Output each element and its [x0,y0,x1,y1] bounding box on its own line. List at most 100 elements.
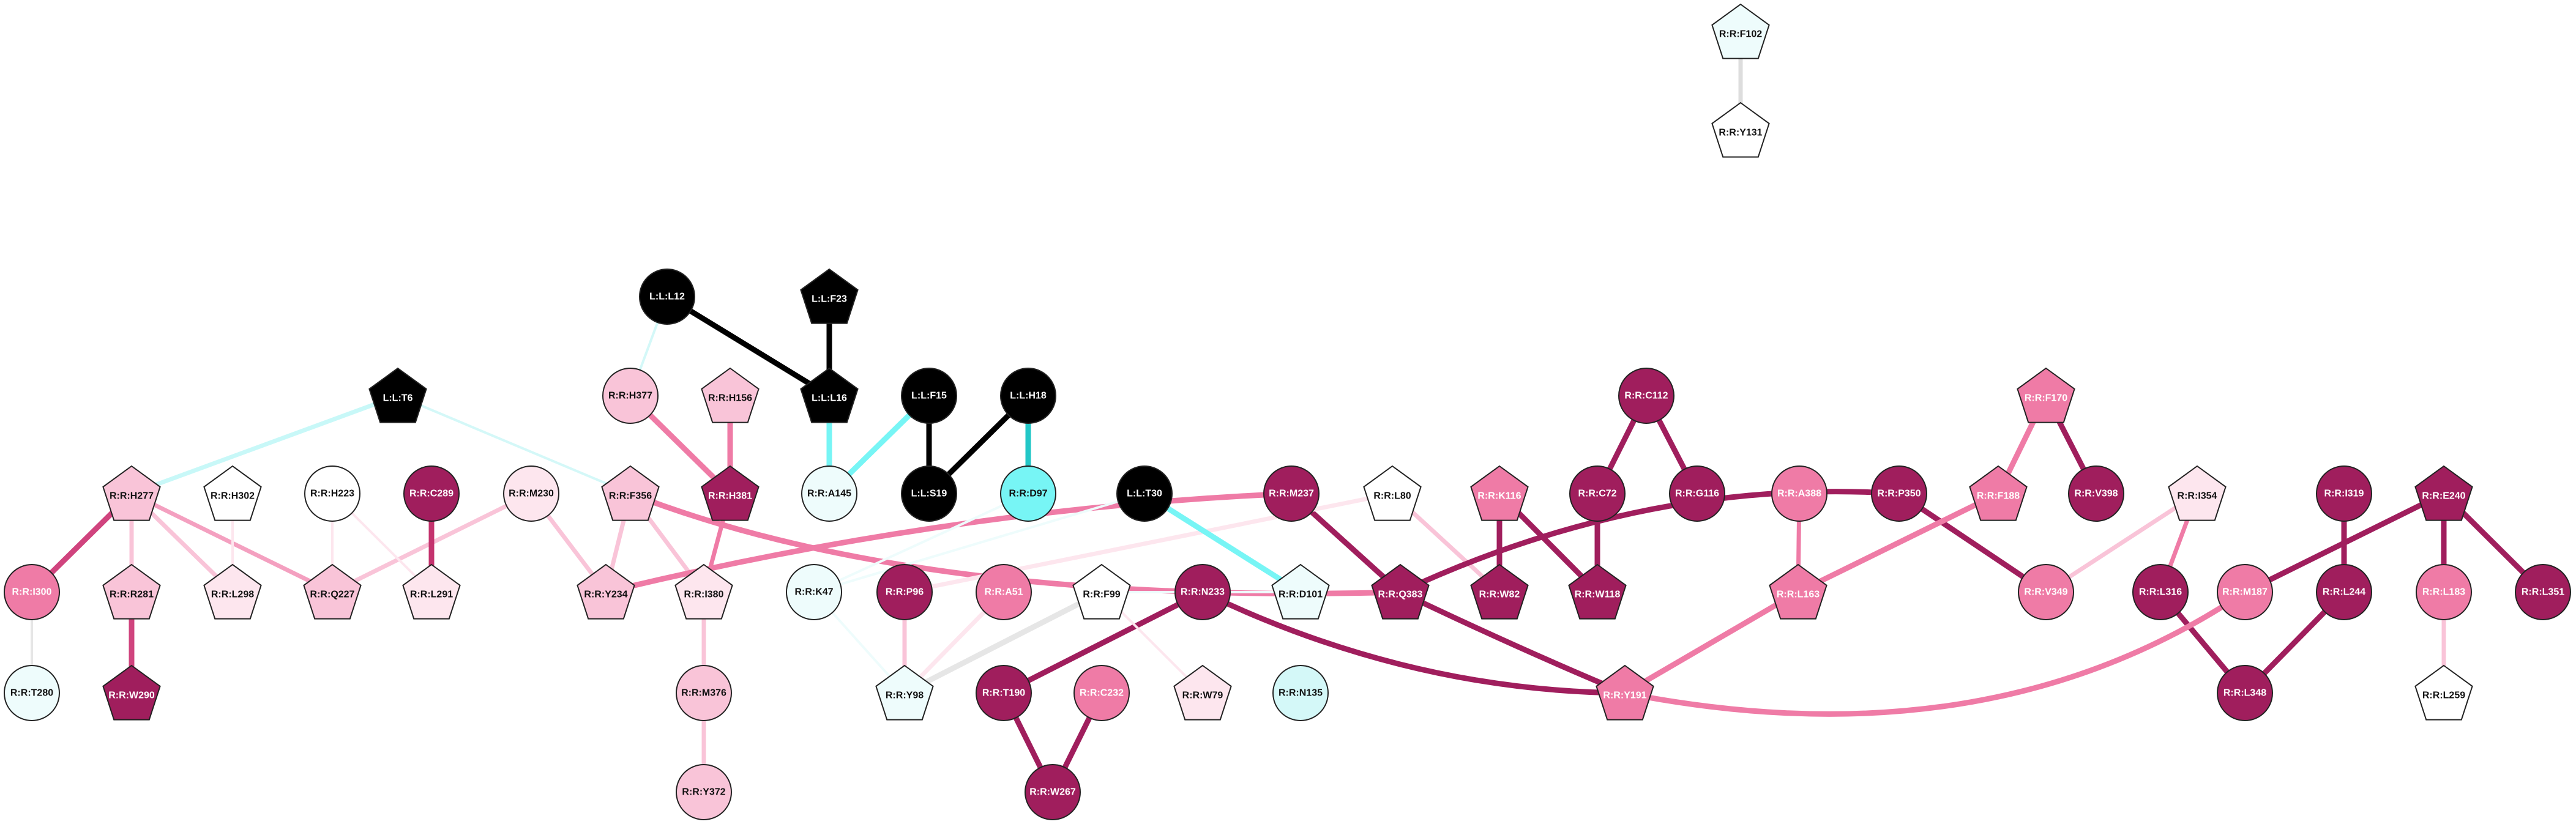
node-w267[interactable]: R:R:W267 [1025,764,1081,820]
node-i380[interactable]: R:R:I380 [674,563,733,620]
node-v349[interactable]: R:R:V349 [2018,564,2074,620]
node-w79[interactable]: R:R:W79 [1173,664,1232,721]
node-h302[interactable]: R:R:H302 [203,465,262,521]
node-shape-p96 [876,564,933,620]
node-y372[interactable]: R:R:Y372 [676,764,732,820]
node-w290[interactable]: R:R:W290 [102,664,161,721]
edge-e240-m187 [2242,491,2447,595]
node-shape-y372 [676,764,732,820]
node-shape-l259 [2414,664,2473,721]
node-d101[interactable]: R:R:D101 [1271,563,1330,620]
node-e240[interactable]: R:R:E240 [2414,465,2473,521]
node-shape-k116 [1470,465,1529,521]
node-s19[interactable]: L:L:S19 [901,465,957,522]
node-m237[interactable]: R:R:M237 [1263,465,1320,522]
node-g116[interactable]: R:R:G116 [1669,465,1725,522]
node-q383[interactable]: R:R:Q383 [1371,563,1430,620]
node-c72[interactable]: R:R:C72 [1569,465,1626,522]
node-i319[interactable]: R:R:I319 [2316,465,2372,522]
node-m376[interactable]: R:R:M376 [676,665,732,721]
node-y98[interactable]: R:R:Y98 [875,664,934,721]
node-l244[interactable]: R:R:L244 [2316,564,2372,620]
node-shape-c112 [1618,368,1674,424]
node-m187[interactable]: R:R:M187 [2217,564,2273,620]
node-p96[interactable]: R:R:P96 [876,564,933,620]
node-label-i354: R:R:I354 [2178,491,2217,502]
node-k47[interactable]: R:R:K47 [786,564,842,620]
node-shape-h277 [102,465,161,521]
node-label-h18: L:L:H18 [1010,391,1047,401]
node-l259[interactable]: R:R:L259 [2414,664,2473,721]
node-h156[interactable]: R:R:H156 [701,367,760,423]
node-p350[interactable]: R:R:P350 [1871,465,1927,522]
node-r281[interactable]: R:R:R281 [102,563,161,620]
node-f170[interactable]: R:R:F170 [2017,367,2075,423]
node-w118[interactable]: R:R:W118 [1568,563,1627,620]
node-l291[interactable]: R:R:L291 [402,563,461,620]
node-shape-y98 [875,664,934,721]
node-f188[interactable]: R:R:F188 [1969,465,2028,521]
node-shape-i380 [674,563,733,620]
node-label-l80: R:R:L80 [1373,491,1411,502]
node-l348[interactable]: R:R:L348 [2217,665,2273,721]
node-l316[interactable]: R:R:L316 [2132,564,2189,620]
node-f15[interactable]: L:L:F15 [901,368,957,424]
node-l163[interactable]: R:R:L163 [1769,563,1827,620]
node-h223[interactable]: R:R:H223 [304,465,360,522]
node-t6[interactable]: L:L:T6 [368,367,427,423]
node-a145[interactable]: R:R:A145 [801,465,857,522]
node-y131[interactable]: R:R:Y131 [1711,102,1770,158]
node-h377[interactable]: R:R:H377 [602,368,659,424]
node-shape-k47 [786,564,842,620]
node-t280[interactable]: R:R:T280 [4,665,60,721]
node-shape-a388 [1771,465,1827,522]
node-l16[interactable]: L:L:L16 [800,367,859,423]
node-t30[interactable]: L:L:T30 [1116,465,1173,522]
node-h381[interactable]: R:R:H381 [701,465,760,521]
node-shape-l298 [203,563,262,620]
node-shape-q383 [1371,563,1430,620]
node-label-h302: R:R:H302 [211,491,255,502]
node-v398[interactable]: R:R:V398 [2068,465,2124,522]
node-label-c72: R:R:C72 [1578,489,1616,499]
node-l12[interactable]: L:L:L12 [639,269,695,325]
node-c112[interactable]: R:R:C112 [1618,368,1674,424]
node-w82[interactable]: R:R:W82 [1470,563,1529,620]
node-y234[interactable]: R:R:Y234 [577,563,635,620]
node-y191[interactable]: R:R:Y191 [1596,664,1654,721]
node-d97[interactable]: R:R:D97 [1000,465,1056,522]
node-h18[interactable]: L:L:H18 [1000,368,1056,424]
node-shape-l291 [402,563,461,620]
node-a51[interactable]: R:R:A51 [976,564,1032,620]
node-n135[interactable]: R:R:N135 [1272,665,1329,721]
node-label-f99: R:R:F99 [1083,590,1120,600]
node-label-m230: R:R:M230 [509,489,554,499]
node-f102[interactable]: R:R:F102 [1711,3,1770,59]
node-c232[interactable]: R:R:C232 [1073,665,1130,721]
node-k116[interactable]: R:R:K116 [1470,465,1529,521]
node-h277[interactable]: R:R:H277 [102,465,161,521]
node-f99[interactable]: R:R:F99 [1072,563,1131,620]
edge-l12-l16 [664,294,832,399]
node-l351[interactable]: R:R:L351 [2515,564,2571,620]
node-label-t6: L:L:T6 [383,393,413,404]
node-shape-c72 [1569,465,1626,522]
node-l183[interactable]: R:R:L183 [2416,564,2472,620]
node-q227[interactable]: R:R:Q227 [303,563,362,620]
node-t190[interactable]: R:R:T190 [976,665,1032,721]
node-f356[interactable]: R:R:F356 [601,465,660,521]
node-l80[interactable]: R:R:L80 [1363,465,1422,521]
node-a388[interactable]: R:R:A388 [1771,465,1827,522]
node-i354[interactable]: R:R:I354 [2168,465,2227,521]
node-shape-h302 [203,465,262,521]
node-n233[interactable]: R:R:N233 [1174,564,1231,620]
node-f23[interactable]: L:L:F23 [800,268,859,324]
node-i300[interactable]: R:R:I300 [4,564,60,620]
node-l298[interactable]: R:R:L298 [203,563,262,620]
node-shape-y191 [1596,664,1654,721]
edge-f188-l163 [1795,491,2001,595]
node-m230[interactable]: R:R:M230 [503,465,559,522]
node-shape-f188 [1969,465,2028,521]
node-c289[interactable]: R:R:C289 [403,465,460,522]
node-label-l351: R:R:L351 [2522,587,2564,598]
